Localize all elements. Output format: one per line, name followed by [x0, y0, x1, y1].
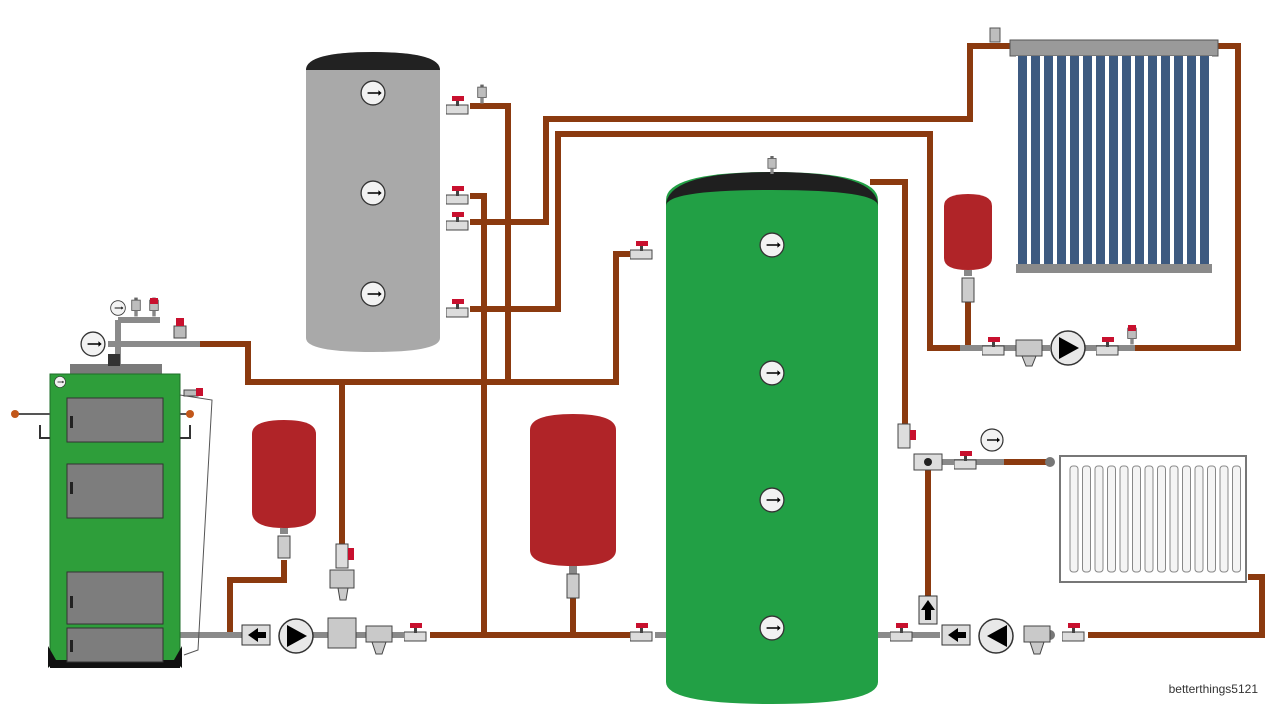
- radiator-fin: [1194, 465, 1204, 573]
- solar-tube: [1083, 56, 1092, 264]
- supply-return-pipes: [195, 43, 1265, 638]
- radiator-fin: [1069, 465, 1079, 573]
- solar-header: [1009, 39, 1219, 57]
- watermark-text: betterthings5121: [1168, 682, 1258, 696]
- solar-tube: [1096, 56, 1105, 264]
- solar-tube: [1135, 56, 1144, 264]
- buffer-thermometer-4-icon: [759, 615, 785, 641]
- flow-direction-arrows: [241, 595, 971, 646]
- solar-tube: [1057, 56, 1066, 264]
- dhw-thermometer-bottom-icon: [360, 281, 386, 307]
- radiator-fin: [1119, 465, 1129, 573]
- solar-collector: [989, 27, 1219, 273]
- radiator-fin: [1094, 465, 1104, 573]
- buffer-thermometer-1-icon: [759, 232, 785, 258]
- solar-air-vent: [989, 27, 1001, 43]
- buffer-thermometer-3-icon: [759, 487, 785, 513]
- solar-tube: [1018, 56, 1027, 264]
- solid-fuel-boiler: [11, 354, 213, 668]
- solar-tube: [1109, 56, 1118, 264]
- solar-tube: [1044, 56, 1053, 264]
- radiator-fin: [1232, 465, 1241, 573]
- line-valves: [335, 325, 1137, 642]
- radiator-fin: [1132, 465, 1141, 573]
- radiator-fin: [1144, 465, 1154, 573]
- solar-bottom-rail: [1016, 264, 1212, 273]
- dhw-thermometer-top-icon: [360, 80, 386, 106]
- solar-tube: [1187, 56, 1196, 264]
- solar-tube: [1122, 56, 1131, 264]
- dhw-tank: [306, 52, 487, 352]
- radiator-fin: [1219, 465, 1229, 573]
- boiler-safety-group: [80, 297, 187, 357]
- radiator-fin: [1169, 465, 1179, 573]
- buffer-thermometer-2-icon: [759, 360, 785, 386]
- radiator-fin: [1107, 465, 1116, 573]
- radiator-fin: [1082, 465, 1091, 573]
- solar-tube: [1070, 56, 1079, 264]
- radiator-fin: [1207, 465, 1216, 573]
- boiler-pump-icon: [278, 618, 314, 654]
- solar-tube: [1031, 56, 1040, 264]
- solar-tube: [1174, 56, 1183, 264]
- strainers: [327, 339, 1051, 655]
- dhw-thermometer-middle-icon: [360, 180, 386, 206]
- solar-pump-icon: [1050, 330, 1086, 366]
- solar-tube: [1200, 56, 1209, 264]
- expansion-vessels: [252, 194, 992, 599]
- radiator-fin: [1157, 465, 1166, 573]
- solar-tube: [1161, 56, 1170, 264]
- heating-pump-icon: [978, 618, 1014, 654]
- panel-radiator: [1059, 455, 1247, 583]
- buffer-tank: [630, 156, 878, 704]
- radiator-fin: [1182, 465, 1191, 573]
- solar-tube: [1148, 56, 1157, 264]
